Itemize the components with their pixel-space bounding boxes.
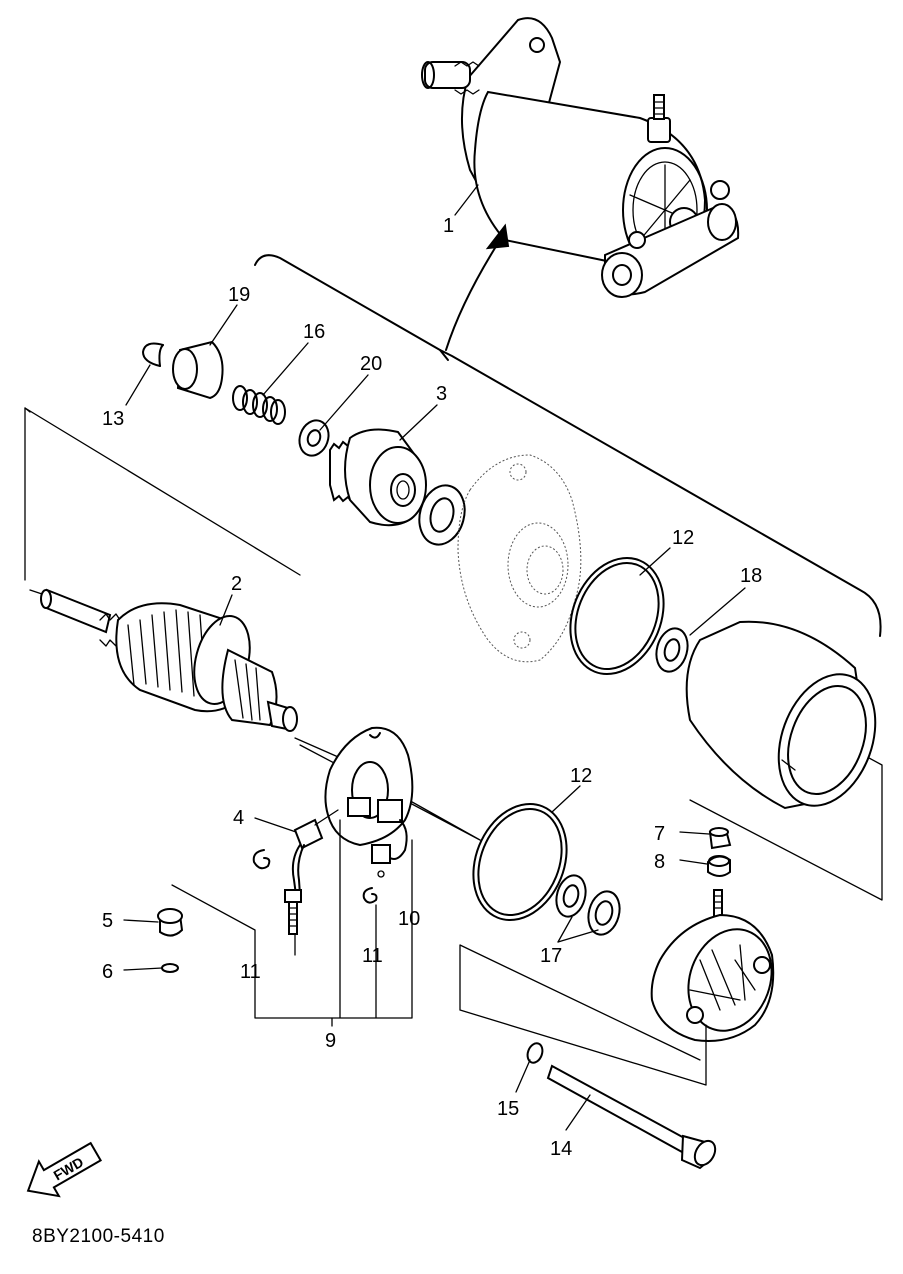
callout-9: 9 — [325, 1030, 336, 1052]
circlip — [142, 342, 164, 367]
brush — [291, 809, 339, 896]
o-ring-upper — [569, 556, 665, 676]
callout-4: 4 — [233, 807, 244, 829]
washer-6 — [161, 963, 179, 973]
part-code: 8BY2100-5410 — [32, 1226, 165, 1247]
callout-16: 16 — [303, 321, 325, 343]
collar-5 — [157, 908, 184, 937]
nut-7 — [708, 827, 732, 850]
collar — [172, 340, 224, 400]
callout-14: 14 — [550, 1138, 572, 1160]
front-cover-ghost — [457, 454, 582, 663]
callouts: 1 19 16 20 3 13 2 12 18 12 4 7 8 5 10 17… — [102, 215, 762, 1160]
clutch-pinion — [329, 428, 427, 527]
washers-17 — [555, 874, 621, 936]
assembly-arrow — [445, 239, 501, 351]
callout-19: 19 — [228, 284, 250, 306]
brush-holder-plate — [324, 726, 414, 864]
callout-5: 5 — [102, 910, 113, 932]
leader-lines — [123, 184, 746, 1131]
washer-18 — [655, 627, 689, 673]
washer-15 — [526, 1042, 544, 1064]
callout-11b: 11 — [362, 945, 383, 967]
callout-10: 10 — [398, 908, 420, 930]
yoke-housing — [685, 620, 877, 810]
callout-2: 2 — [231, 573, 242, 595]
spring-left — [252, 849, 271, 870]
washer-20 — [298, 419, 330, 457]
callout-20: 20 — [360, 353, 382, 375]
callout-8: 8 — [654, 851, 665, 873]
assembly-bracket — [254, 254, 882, 637]
long-bolt — [546, 1064, 717, 1170]
spring-right — [362, 887, 378, 904]
assembly-arrow-head — [485, 223, 510, 250]
callout-3: 3 — [436, 383, 447, 405]
o-ring-lower — [472, 802, 568, 922]
spring — [232, 385, 286, 425]
washer-clutch — [418, 484, 466, 546]
callout-13: 13 — [102, 408, 124, 430]
callout-11a: 11 — [240, 961, 261, 983]
screw — [284, 889, 302, 935]
callout-17: 17 — [540, 945, 562, 967]
callout-1: 1 — [443, 215, 454, 237]
callout-15: 15 — [497, 1098, 519, 1120]
fwd-arrow: FWD — [26, 1141, 103, 1198]
rear-cover — [650, 889, 775, 1042]
armature — [40, 588, 298, 732]
callout-18: 18 — [740, 565, 762, 587]
washer-8 — [707, 855, 731, 877]
starter-motor-assembly — [421, 17, 740, 298]
callout-7: 7 — [654, 823, 665, 845]
callout-12a: 12 — [672, 527, 694, 549]
callout-12b: 12 — [570, 765, 592, 787]
callout-6: 6 — [102, 961, 113, 983]
